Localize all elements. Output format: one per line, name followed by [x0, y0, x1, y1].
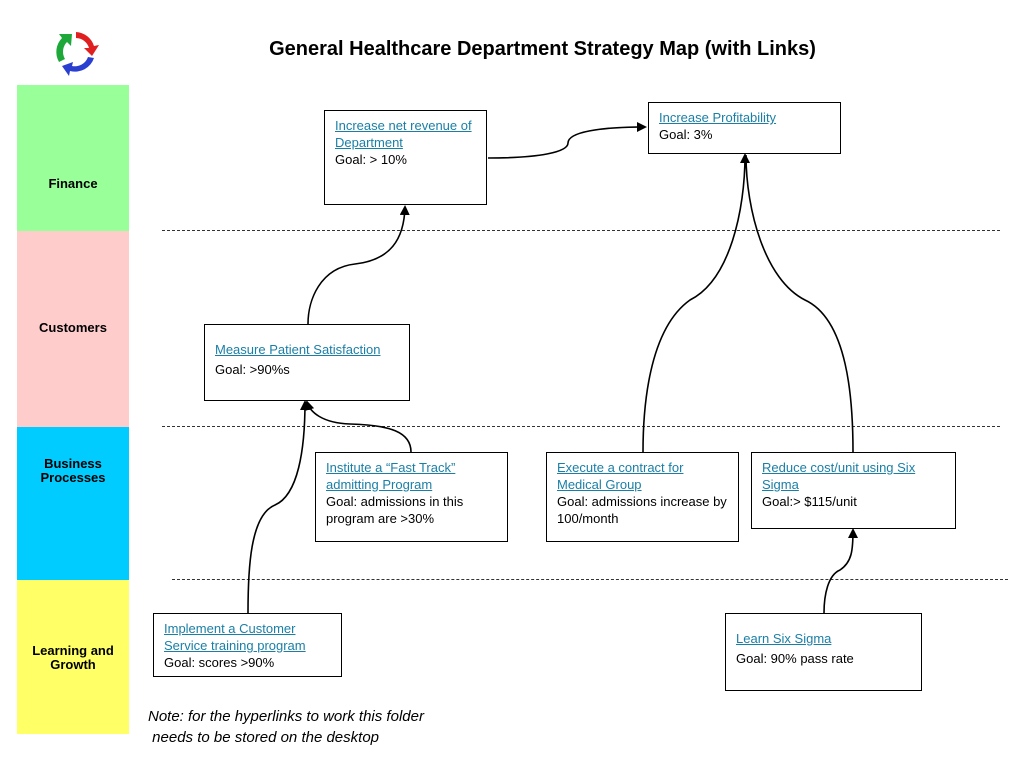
- goal-customer-service-training: Goal: scores >90%: [164, 655, 275, 670]
- divider-customers-business: [162, 426, 1000, 427]
- band-business-label: Business Processes: [40, 456, 106, 485]
- band-learning-label: Learning and Growth: [32, 643, 114, 672]
- band-learning: Learning and Growth: [17, 580, 129, 734]
- connector-sixsigma-to-profitability: [745, 154, 854, 453]
- goal-measure-patient-satisfaction: Goal: >90%s: [215, 362, 290, 377]
- divider-finance-customers: [162, 230, 1000, 231]
- link-learn-six-sigma[interactable]: Learn Six Sigma: [736, 631, 832, 646]
- link-increase-net-revenue[interactable]: Increase net revenue of Department: [335, 118, 472, 150]
- goal-medical-group-contract: Goal: admissions increase by 100/month: [557, 494, 727, 526]
- goal-increase-profitability: Goal: 3%: [659, 127, 713, 142]
- connector-fasttrack-to-satisfaction: [304, 400, 412, 453]
- box-learn-six-sigma: Learn Six Sigma Goal: 90% pass rate: [725, 613, 922, 691]
- band-business: Business Processes: [17, 427, 129, 580]
- band-finance: Finance: [17, 85, 129, 231]
- box-increase-profitability: Increase Profitability Goal: 3%: [648, 102, 841, 154]
- band-finance-label: Finance: [48, 176, 98, 191]
- link-reduce-cost-six-sigma[interactable]: Reduce cost/unit using Six Sigma: [762, 460, 916, 492]
- link-fast-track-program[interactable]: Institute a “Fast Track” admitting Progr…: [326, 460, 456, 492]
- box-medical-group-contract: Execute a contract for Medical Group Goa…: [546, 452, 739, 542]
- box-fast-track-program: Institute a “Fast Track” admitting Progr…: [315, 452, 508, 542]
- link-measure-patient-satisfaction[interactable]: Measure Patient Satisfaction: [215, 342, 381, 357]
- goal-increase-net-revenue: Goal: > 10%: [335, 152, 407, 167]
- band-customers-label: Customers: [39, 320, 107, 335]
- link-increase-profitability[interactable]: Increase Profitability: [659, 110, 777, 125]
- connector-training-to-satisfaction: [247, 400, 310, 614]
- link-medical-group-contract[interactable]: Execute a contract for Medical Group: [557, 460, 684, 492]
- link-customer-service-training[interactable]: Implement a Customer Service training pr…: [164, 621, 306, 653]
- footnote: Note: for the hyperlinks to work this fo…: [148, 708, 424, 746]
- connector-satisfaction-to-revenue: [307, 205, 410, 325]
- goal-learn-six-sigma: Goal: 90% pass rate: [736, 651, 854, 666]
- connector-medicalgroup-to-profitability: [642, 153, 750, 453]
- band-customers: Customers: [17, 231, 129, 427]
- box-customer-service-training: Implement a Customer Service training pr…: [153, 613, 342, 677]
- goal-fast-track-program: Goal: admissions in this program are >30…: [326, 494, 464, 526]
- goal-reduce-cost-six-sigma: Goal:> $115/unit: [762, 494, 857, 509]
- box-reduce-cost-six-sigma: Reduce cost/unit using Six Sigma Goal:> …: [751, 452, 956, 529]
- page-title: General Healthcare Department Strategy M…: [269, 38, 816, 60]
- connector-revenue-to-profitability: [487, 122, 647, 159]
- box-increase-net-revenue: Increase net revenue of Department Goal:…: [324, 110, 487, 205]
- box-measure-patient-satisfaction: Measure Patient Satisfaction Goal: >90%s: [204, 324, 410, 401]
- recycle-arrows-icon: [56, 32, 99, 76]
- connector-learnsigma-to-costreduction: [823, 528, 858, 614]
- divider-business-learning: [172, 579, 1008, 580]
